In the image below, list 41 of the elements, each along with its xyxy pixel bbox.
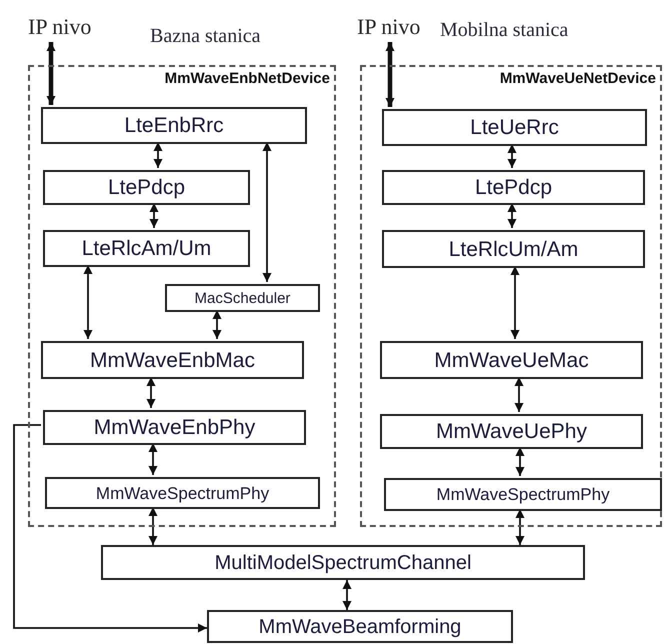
arrow [154,142,162,168]
arrow [148,507,158,545]
arrow [150,203,158,228]
module-box: MmWaveSpectrumPhy [45,477,320,509]
module-box: LtePdcp [43,170,250,205]
arrow [212,310,222,339]
arrow [262,142,272,282]
arrow [84,265,92,339]
arrow [13,424,207,632]
arrow [510,266,520,339]
module-box: LtePdcp [382,170,645,205]
device-group-frame [360,65,662,527]
layer-label: IP nivo [28,12,112,42]
module-box: LteUeRrc [382,109,647,146]
module-box: MultiModelSpectrumChannel [101,545,585,580]
arrow [342,580,352,610]
arrow [148,443,158,475]
arrow [516,447,524,476]
module-box: MmWaveEnbMac [41,341,304,379]
module-box: MmWaveUeMac [380,341,643,379]
module-box: MacScheduler [165,284,320,312]
layer-label: IP nivo [357,12,441,42]
group-heading: MmWaveUeNetDevice [500,71,656,86]
module-box: MmWaveEnbPhy [43,410,306,445]
group-heading: MmWaveEnbNetDevice [164,71,330,86]
arrow [46,42,56,105]
station-caption: Bazna stanica [150,26,260,46]
module-box: MmWaveSpectrumPhy [384,478,662,511]
device-group-frame [28,65,336,527]
arrow [508,144,516,168]
arrow [514,377,524,412]
station-caption: Mobilna stanica [440,20,568,40]
module-box: LteEnbRrc [41,107,307,144]
module-box: LteRlcUm/Am [382,230,645,268]
module-box: MmWaveBeamforming [207,610,513,643]
arrow [386,42,394,107]
arrow [516,509,524,545]
arrow [508,203,516,228]
arrow [146,377,156,408]
module-box: LteRlcAm/Um [43,230,250,267]
module-box: MmWaveUePhy [380,414,643,449]
